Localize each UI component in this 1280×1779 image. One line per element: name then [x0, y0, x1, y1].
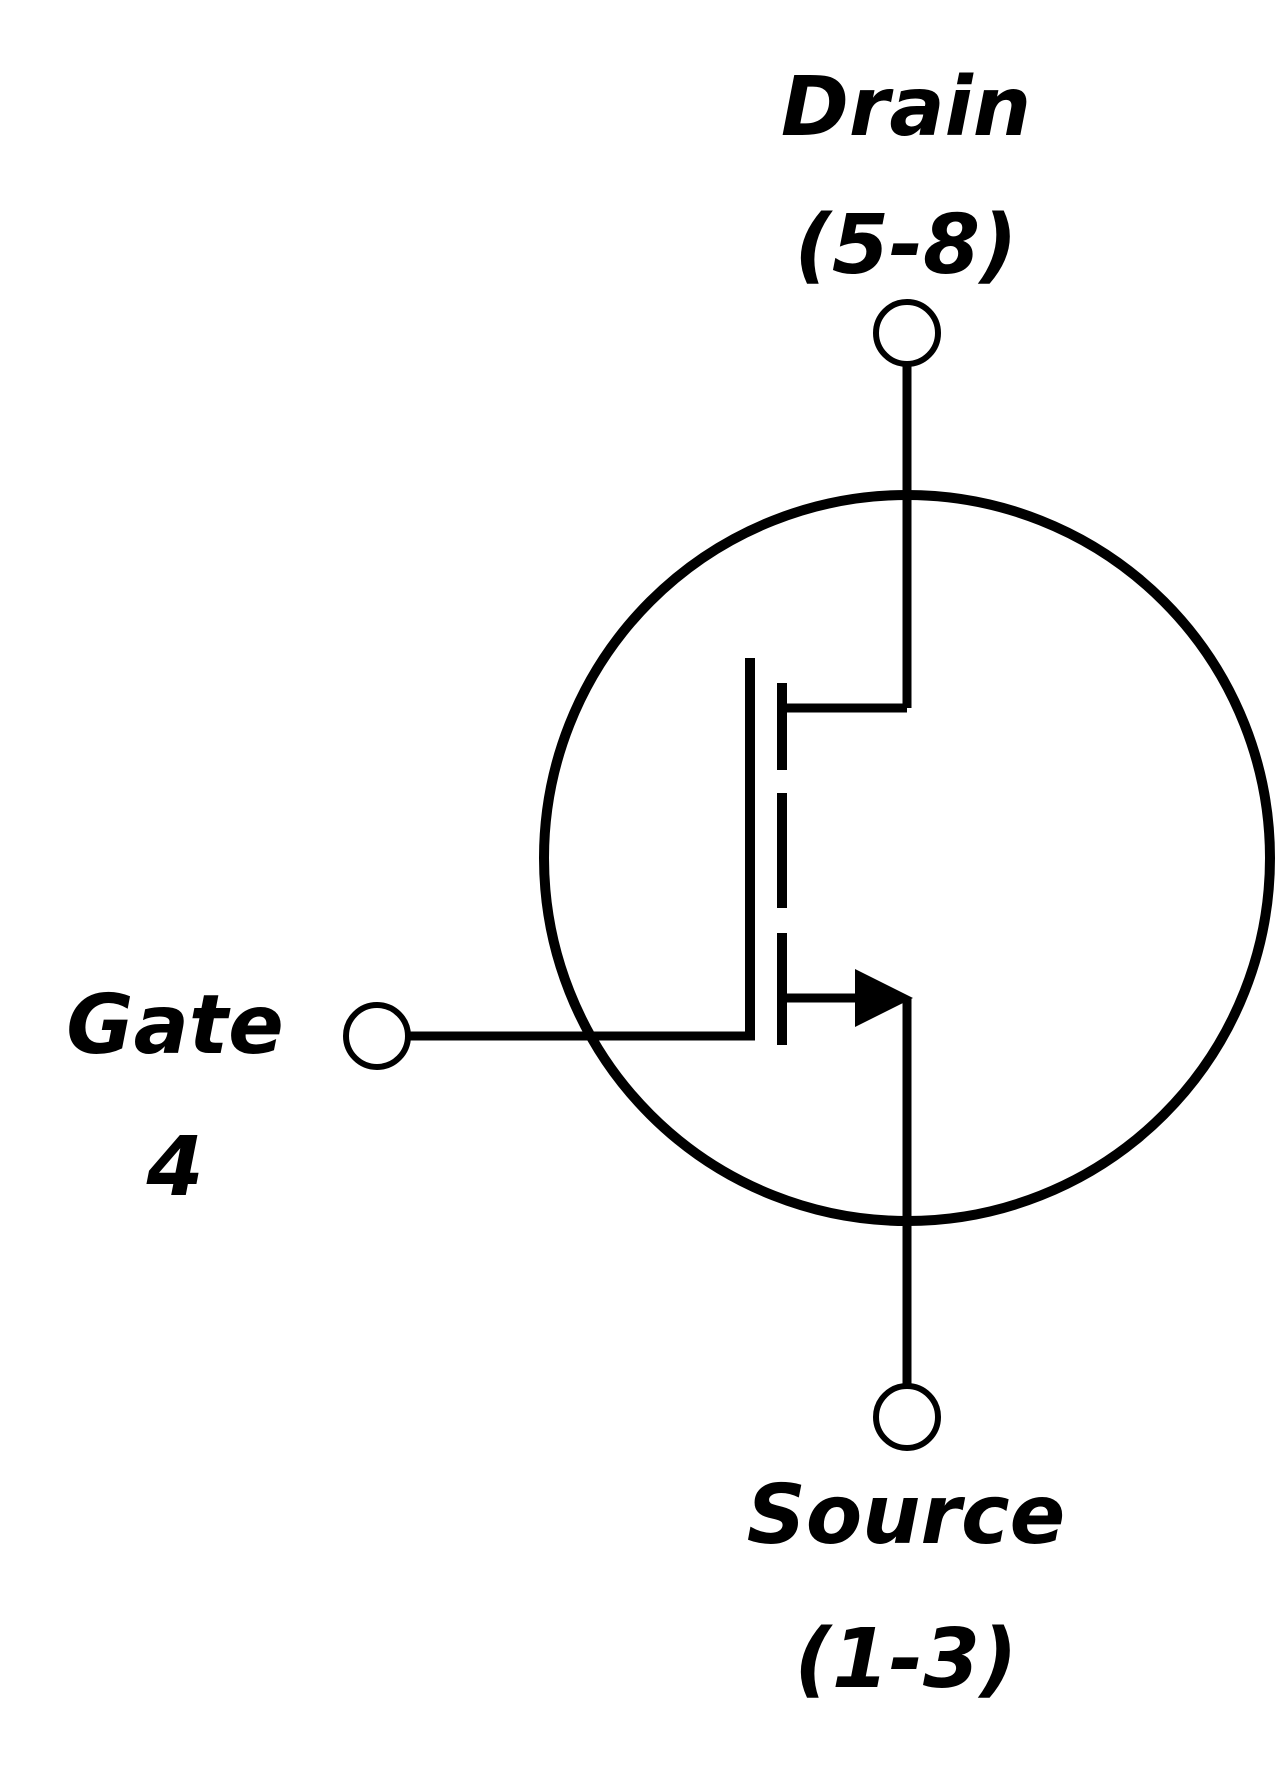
source-label: Source [747, 1468, 1065, 1563]
gate-label: Gate [66, 978, 283, 1073]
drain-label: Drain [781, 60, 1031, 155]
source-pins-label: (1-3) [794, 1612, 1017, 1707]
gate-terminal [343, 1002, 411, 1070]
gate-pins-label: 4 [145, 1120, 203, 1215]
source-terminal [873, 1383, 941, 1451]
source-arrow-icon [855, 969, 913, 1027]
drain-pins-label: (5-8) [794, 198, 1017, 293]
drain-terminal [873, 299, 941, 367]
